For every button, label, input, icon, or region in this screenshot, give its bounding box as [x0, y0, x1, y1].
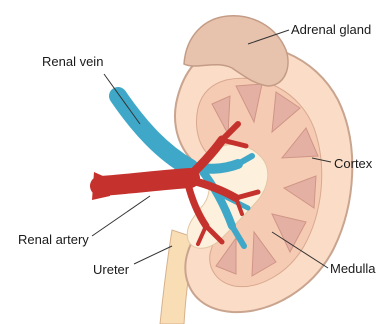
leader-ureter: [134, 246, 172, 264]
label-adrenal-gland: Adrenal gland: [291, 22, 371, 37]
label-cortex: Cortex: [334, 156, 372, 171]
label-ureter: Ureter: [93, 262, 129, 277]
leader-artery: [92, 196, 150, 236]
label-medulla: Medulla: [330, 261, 376, 276]
label-renal-vein: Renal vein: [42, 54, 103, 69]
label-renal-artery: Renal artery: [18, 232, 89, 247]
